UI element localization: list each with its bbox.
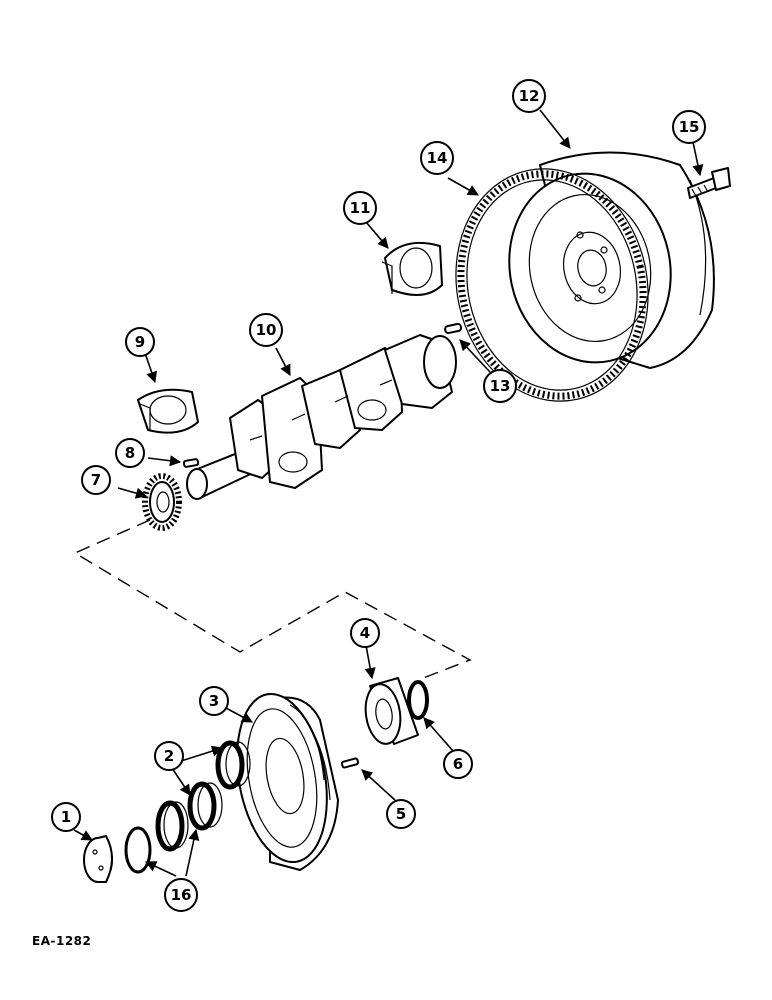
callout-12: 12 xyxy=(512,79,546,113)
flywheel-bolt xyxy=(687,167,731,199)
svg-text:13: 13 xyxy=(490,377,511,395)
callout-15: 15 xyxy=(672,110,706,144)
gear-key xyxy=(182,458,200,468)
callout-4: 4 xyxy=(350,618,380,648)
svg-text:11: 11 xyxy=(350,199,371,217)
svg-text:14: 14 xyxy=(427,149,448,167)
spacer-ring-a xyxy=(215,740,251,790)
svg-text:15: 15 xyxy=(679,118,700,136)
svg-text:3: 3 xyxy=(209,692,219,710)
flywheel xyxy=(508,151,715,369)
svg-text:2: 2 xyxy=(164,747,174,765)
pulley-pin xyxy=(340,757,360,769)
svg-text:6: 6 xyxy=(453,755,463,773)
callout-14: 14 xyxy=(420,141,454,175)
svg-text:16: 16 xyxy=(171,886,192,904)
callout-10: 10 xyxy=(249,313,283,347)
assembly-guide-dashed-line xyxy=(73,519,472,681)
crankshaft-gear xyxy=(142,473,182,531)
svg-text:5: 5 xyxy=(396,805,406,823)
o-ring xyxy=(407,680,429,720)
oil-seal xyxy=(364,677,419,745)
svg-text:1: 1 xyxy=(61,808,71,826)
ring-gear xyxy=(455,168,649,402)
seal-ring-a xyxy=(155,800,189,852)
callout-13: 13 xyxy=(483,369,517,403)
callout-1: 1 xyxy=(51,802,81,832)
svg-text:4: 4 xyxy=(360,624,370,642)
end-plate xyxy=(83,835,113,883)
crankshaft xyxy=(186,334,457,500)
svg-text:12: 12 xyxy=(519,87,540,105)
crankshaft-pulley xyxy=(236,692,339,871)
callout-8: 8 xyxy=(115,438,145,468)
svg-text:7: 7 xyxy=(91,471,101,489)
drawing-code-label: EA-1282 xyxy=(32,934,92,948)
callout-2: 2 xyxy=(154,741,184,771)
callout-11: 11 xyxy=(343,191,377,225)
callout-9: 9 xyxy=(125,327,155,357)
dowel-pin xyxy=(444,322,463,335)
thrust-bearing xyxy=(381,242,443,296)
callout-6: 6 xyxy=(443,749,473,779)
callout-3: 3 xyxy=(199,686,229,716)
seal-ring-b xyxy=(124,826,152,874)
main-bearing xyxy=(137,388,199,434)
svg-text:8: 8 xyxy=(125,444,135,462)
svg-text:10: 10 xyxy=(256,321,277,339)
callout-7: 7 xyxy=(81,465,111,495)
svg-text:9: 9 xyxy=(135,333,145,351)
spacer-ring-b xyxy=(187,781,223,831)
callout-5: 5 xyxy=(386,799,416,829)
callout-16: 16 xyxy=(164,878,198,912)
